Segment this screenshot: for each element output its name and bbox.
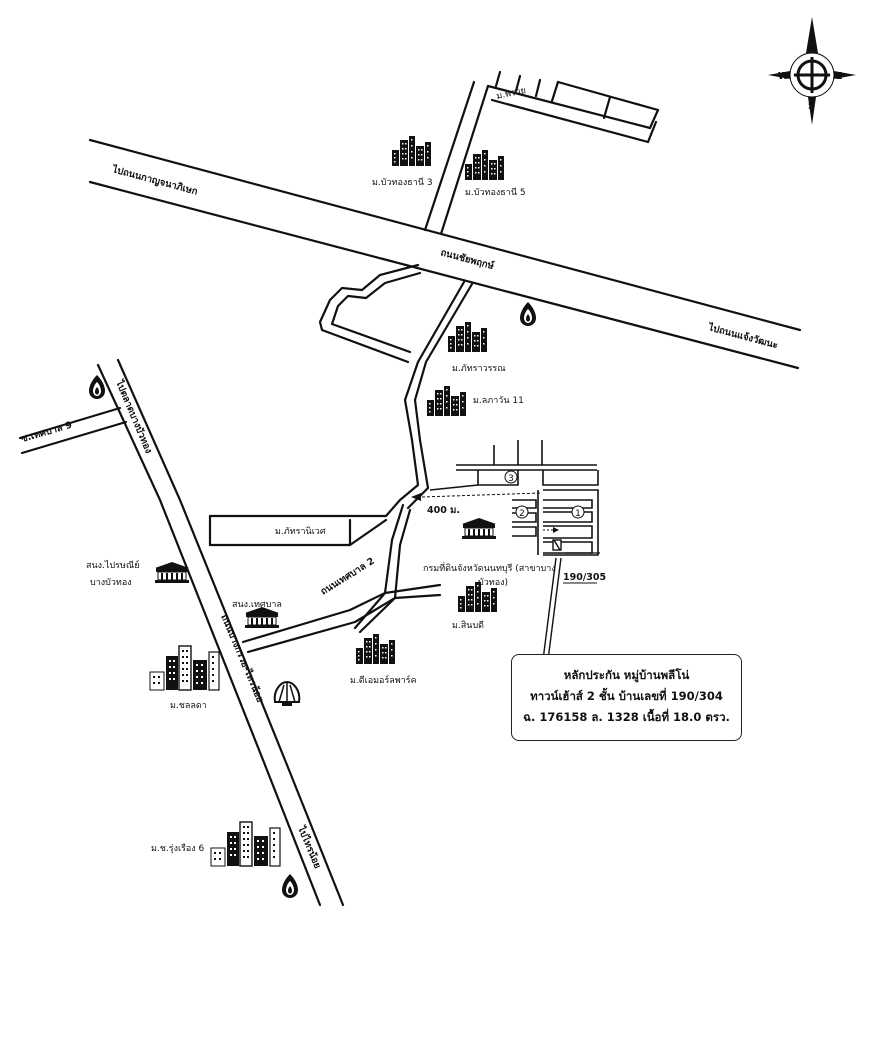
label-post-office-2: บางบัวทอง [90, 578, 132, 588]
bangkruai-sainoi-road [96, 358, 345, 907]
label-thesaban2-road: ถนนเทศบาล 2 [319, 556, 377, 598]
plot-number-2: 2 [519, 509, 525, 519]
compass-n: N [807, 42, 815, 53]
plot-number-3: 3 [508, 474, 514, 484]
label-post-office: สนง.ไปรษณีย์ [86, 559, 140, 571]
label-to-kanchanaphisek: ไปถนนกาญจนาภิเษก [110, 163, 199, 198]
building-icon [356, 634, 395, 664]
soi-thesaban9 [18, 406, 128, 455]
building-icon [210, 821, 281, 867]
label-m-phattharaniwet: ม.ภัทรานิเวศ [275, 526, 326, 537]
ptt-gas-station-icon [520, 302, 536, 326]
building-icon [448, 322, 487, 352]
building-icon [465, 150, 504, 180]
compass-rose-icon: N S W E [768, 17, 856, 125]
collateral-info-box: หลักประกัน หมู่บ้านพลีโน่ ทาวน์เฮ้าส์ 2 … [511, 654, 742, 741]
phattharaniwet-road [208, 498, 402, 547]
info-line-2: ทาวน์เฮ้าส์ 2 ชั้น บ้านเลขที่ 190/304 [530, 689, 723, 703]
pointer-line [542, 557, 562, 661]
label-thesaban-office: สนง.เทศบาล [232, 600, 282, 610]
label-400m: 400 ม. [427, 505, 460, 516]
label-m-lapawan11: ม.ลภาวัน 11 [473, 396, 524, 406]
building-icon [149, 645, 220, 691]
label-m-dee-amore: ม.ดีเอมอร์ลพาร์ค [350, 674, 417, 686]
route-dashed [411, 492, 559, 533]
label-m-sinbodi: ม.สินบดี [452, 620, 484, 631]
compass-w: W [778, 71, 789, 82]
label-m-buathong5: ม.บัวทองธานี 5 [465, 187, 526, 198]
shell-station-icon [273, 680, 301, 706]
land-office-icon [461, 517, 497, 540]
info-line-1: หลักประกัน หมู่บ้านพลีโน่ [563, 668, 690, 682]
label-m-chor-rungrueang6: ม.ช.รุ่งเรือง 6 [151, 843, 205, 854]
label-m-chollada: ม.ชลลดา [170, 701, 207, 711]
plino-village-grid [429, 440, 600, 556]
compass-e: E [836, 71, 843, 82]
compass-s: S [808, 101, 815, 112]
loop-road [318, 263, 474, 510]
label-house-190-305: 190/305 [563, 572, 606, 583]
building-icon [427, 386, 466, 416]
label-chaiyapruek-road: ถนนชัยพฤกษ์ [439, 246, 496, 272]
ptt-gas-station-icon [282, 874, 298, 898]
label-land-office: กรมที่ดินจังหวัดนนทบุรี (สาขาบาง [423, 561, 556, 574]
label-land-office-2: บัวทอง) [478, 578, 508, 588]
ptt-gas-station-icon [89, 375, 105, 399]
chaiyapruek-road [88, 138, 802, 370]
post-office-icon [154, 561, 190, 584]
plot-number-1: 1 [575, 509, 581, 519]
label-m-phattharawan: ม.ภัทราวรรณ [452, 364, 506, 374]
municipal-office-icon [244, 606, 280, 629]
thesaban2-road [241, 503, 442, 654]
info-line-3: ฉ. 176158 ล. 1328 เนื้อที่ 18.0 ตรว. [523, 710, 730, 724]
label-m-buathong3: ม.บัวทองธานี 3 [372, 177, 433, 188]
pruay-road [423, 70, 660, 236]
building-icon [392, 136, 431, 166]
